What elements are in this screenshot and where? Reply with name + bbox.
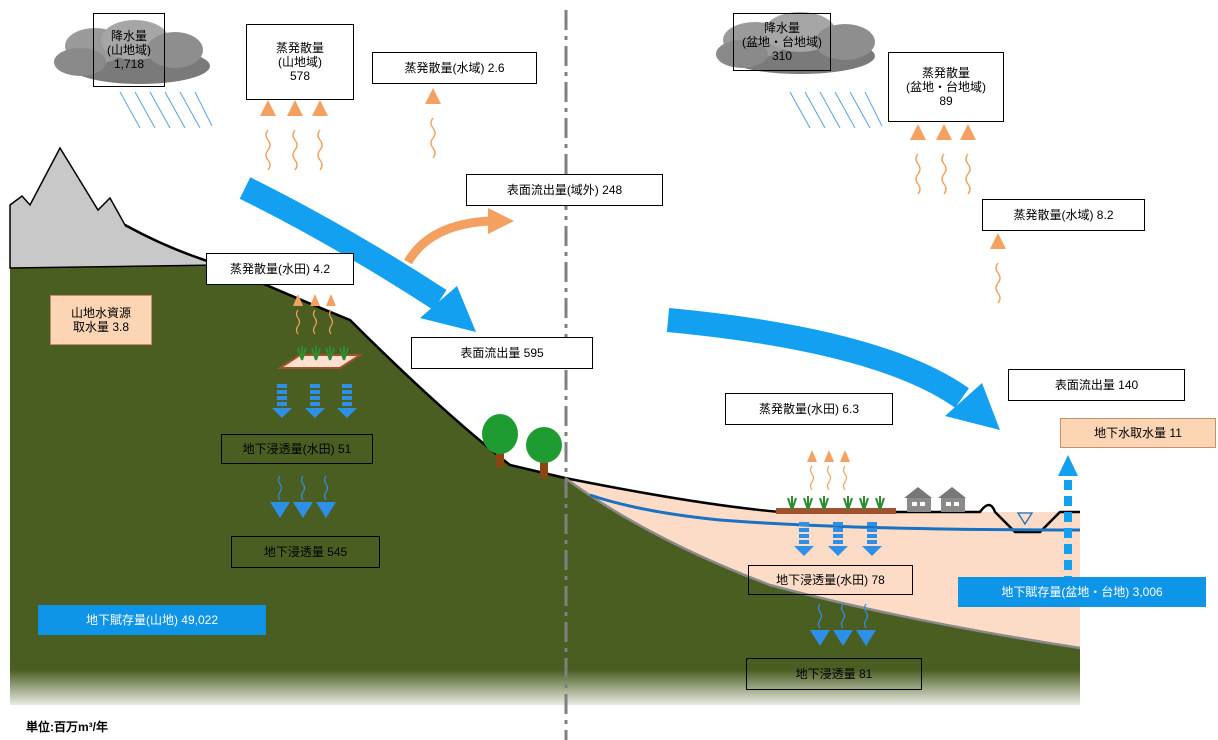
gw-intake-label: 地下水取水量 11 <box>1060 418 1216 448</box>
tree-icon <box>482 414 562 478</box>
evap-paddy-label-basin: 蒸発散量(水田) 6.3 <box>725 393 893 425</box>
outflow-arrow <box>404 208 514 265</box>
evap-value-basin: 89 <box>939 94 953 108</box>
rain-area-mountain: (山地域) <box>107 43 151 57</box>
snow-peak <box>9 146 221 269</box>
evap-arrow-water-basin <box>989 232 1007 304</box>
basin-terrain <box>512 470 1080 648</box>
intake-label-mountain: 山地水資源 取水量 3.8 <box>50 295 152 345</box>
evap-water-label-basin: 蒸発散量(水域) 8.2 <box>982 199 1145 231</box>
storage-label-basin: 地下賦存量(盆地・台地) 3,006 <box>958 577 1206 607</box>
rain-value-mountain: 1,718 <box>113 57 145 71</box>
cloud-icon-mountain <box>54 20 210 84</box>
rain-title-mountain: 降水量 <box>110 29 147 43</box>
rain-label-basin: 降水量 (盆地・台地域) 310 <box>733 13 831 71</box>
evap-area-basin: (盆地・台地域) <box>906 80 986 94</box>
infil-paddy-label-basin: 地下浸透量(水田) 78 <box>748 565 913 595</box>
evap-area-mountain: (山地域) <box>278 55 322 69</box>
evap-label-mountain: 蒸発散量 (山地域) 578 <box>246 24 354 100</box>
rain-value-basin: 310 <box>771 49 793 63</box>
rain-area-basin: (盆地・台地域) <box>742 35 822 49</box>
evap-title-mountain: 蒸発散量 <box>275 41 324 55</box>
storage-label-mountain: 地下賦存量(山地) 49,022 <box>38 605 266 635</box>
evap-title-basin: 蒸発散量 <box>921 66 970 80</box>
intake-line2: 取水量 3.8 <box>72 320 130 334</box>
infil-paddy-label-mountain: 地下浸透量(水田) 51 <box>221 434 373 464</box>
infil-label-mountain: 地下浸透量 545 <box>231 536 380 568</box>
intake-line1: 山地水資源 <box>70 306 131 320</box>
rain-icon-basin <box>789 91 883 129</box>
rain-icon-mountain <box>119 91 213 129</box>
evap-paddy-label-mountain: 蒸発散量(水田) 4.2 <box>206 253 354 285</box>
evap-water-label-mountain: 蒸発散量(水域) 2.6 <box>372 52 537 84</box>
evap-arrows-mountain <box>259 99 329 171</box>
evap-arrows-basin <box>909 123 977 195</box>
surface-outflow-label: 表面流出量(域外) 248 <box>466 174 663 206</box>
evap-label-basin: 蒸発散量 (盆地・台地域) 89 <box>888 52 1004 122</box>
paddy-field-icon-mountain <box>276 346 364 369</box>
evap-arrows-paddy-basin <box>806 449 851 491</box>
evap-arrow-water-mountain <box>424 87 442 159</box>
gw-intake-arrow <box>1058 455 1078 582</box>
surface-flow-arrow-basin <box>666 308 1000 430</box>
rain-title-basin: 降水量 <box>763 21 800 35</box>
surface-flow-label-mountain: 表面流出量 595 <box>411 337 593 369</box>
infil-label-basin: 地下浸透量 81 <box>746 658 922 690</box>
surface-flow-label-basin: 表面流出量 140 <box>1008 369 1185 401</box>
rain-label-mountain: 降水量 (山地域) 1,718 <box>93 13 165 87</box>
unit-label: 単位:百万m³/年 <box>26 720 108 734</box>
mountain-terrain <box>10 265 1080 705</box>
house-icon <box>904 487 966 512</box>
paddy-field-icon-basin <box>776 496 896 514</box>
evap-value-mountain: 578 <box>289 69 311 83</box>
surface-flow-arrow-mountain <box>239 177 476 332</box>
groundwater-table <box>589 493 1081 532</box>
water-level-icon <box>1016 512 1034 526</box>
